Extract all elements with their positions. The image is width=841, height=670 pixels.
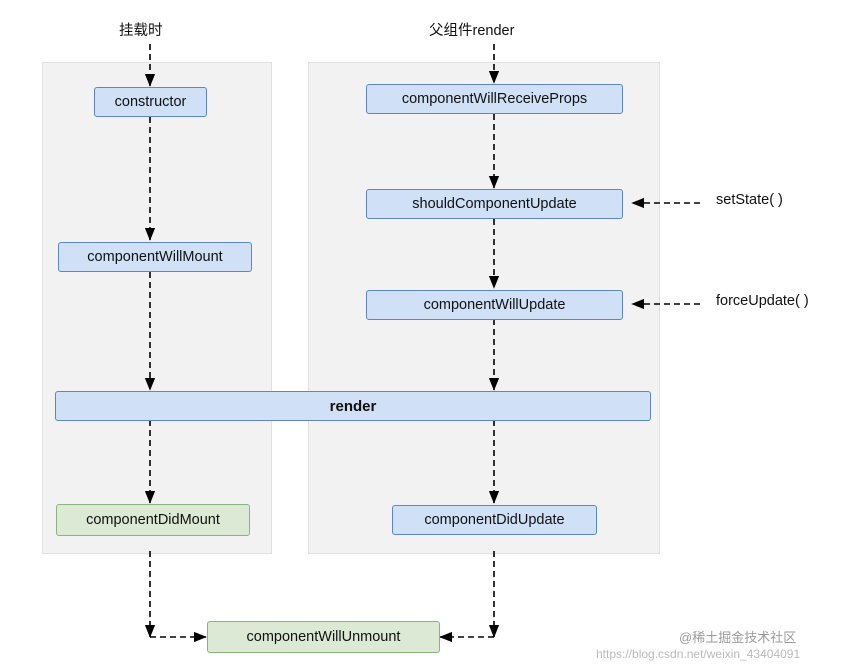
node-component-will-unmount[interactable]: componentWillUnmount <box>207 621 440 653</box>
watermark-url: https://blog.csdn.net/weixin_43404091 <box>596 647 801 661</box>
node-component-will-mount[interactable]: componentWillMount <box>58 242 252 272</box>
mount-phase-panel <box>42 62 272 554</box>
node-component-did-mount[interactable]: componentDidMount <box>56 504 250 536</box>
watermark-community: @稀土掘金技术社区 <box>679 630 797 645</box>
node-component-will-update[interactable]: componentWillUpdate <box>366 290 623 320</box>
node-should-component-update[interactable]: shouldComponentUpdate <box>366 189 623 219</box>
node-component-will-receive-props[interactable]: componentWillReceiveProps <box>366 84 623 114</box>
update-phase-label: 父组件render <box>429 23 515 39</box>
node-constructor[interactable]: constructor <box>94 87 207 117</box>
mount-phase-label: 挂载时 <box>119 23 163 39</box>
node-component-did-update[interactable]: componentDidUpdate <box>392 505 597 535</box>
label-force-update: forceUpdate( ) <box>716 293 809 309</box>
node-render[interactable]: render <box>55 391 651 421</box>
label-set-state: setState( ) <box>716 192 783 208</box>
